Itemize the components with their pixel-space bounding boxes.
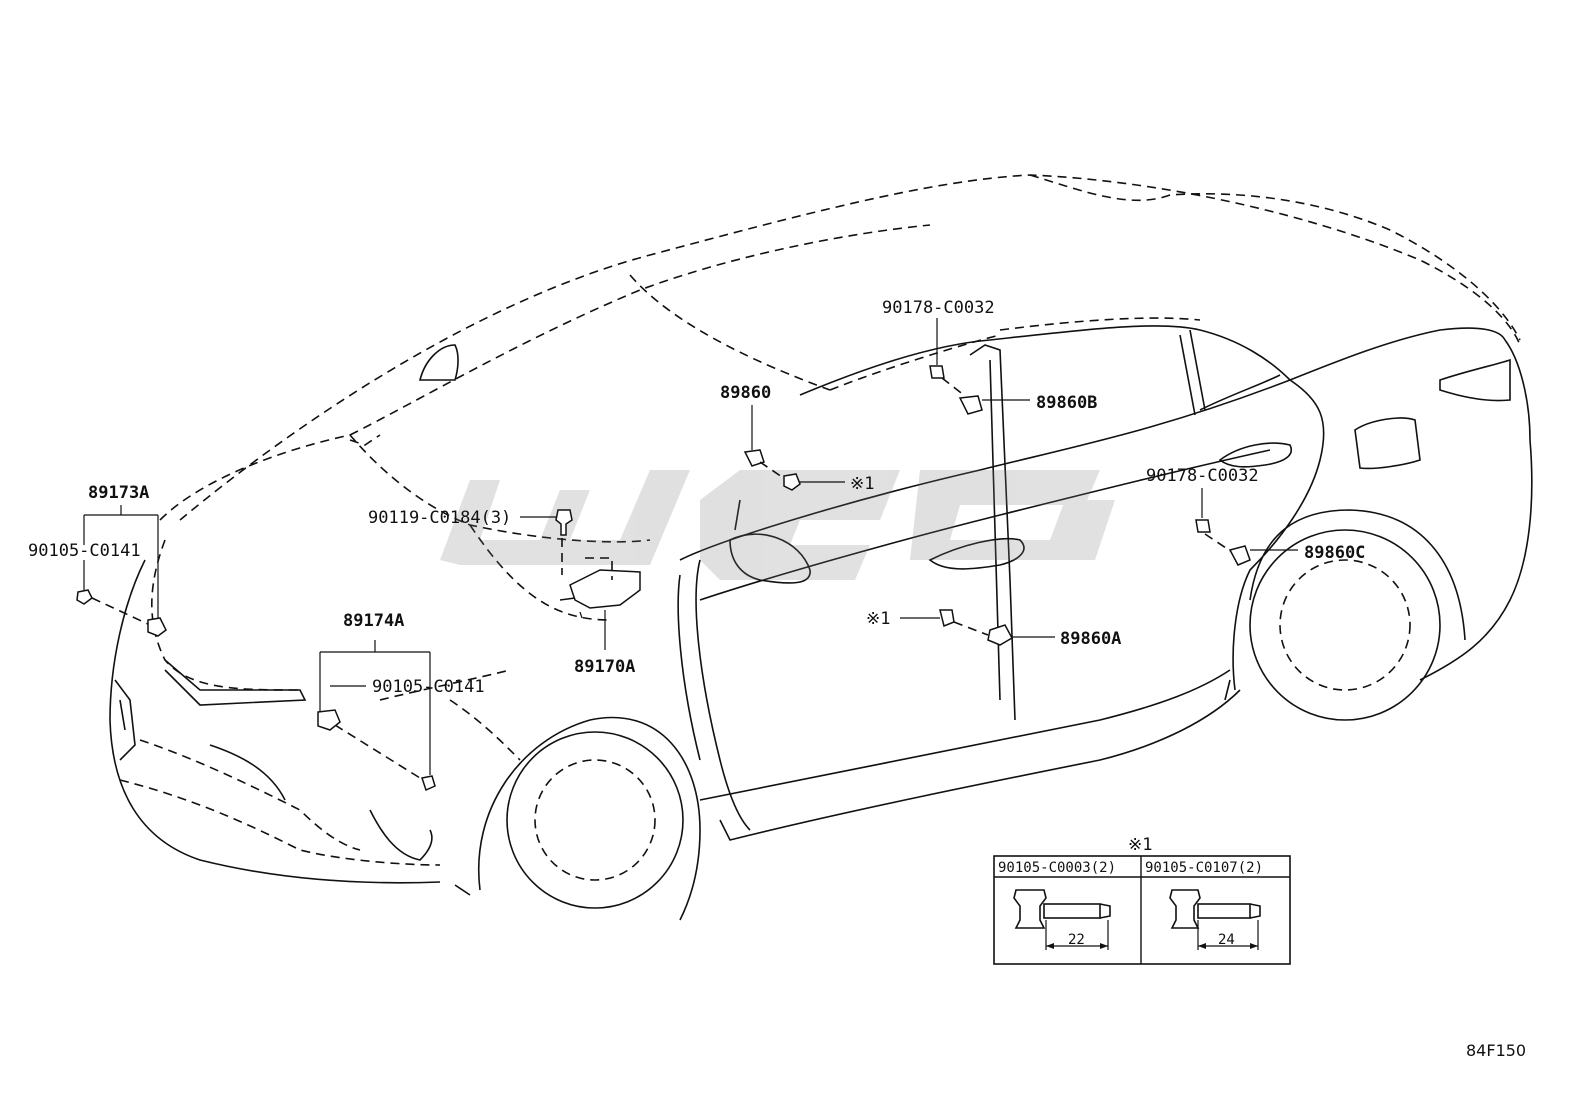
label-89860A: 89860A bbox=[1060, 629, 1121, 649]
bolt-ref1-lower bbox=[939, 609, 955, 628]
label-89170A: 89170A bbox=[574, 657, 635, 677]
label-90105-C0141-a: 90105-C0141 bbox=[28, 541, 141, 561]
sensor-89860 bbox=[743, 449, 765, 467]
label-90105-C0141-b: 90105-C0141 bbox=[372, 677, 485, 697]
sensor-89860B bbox=[958, 395, 983, 415]
sensor-89860C bbox=[1228, 545, 1251, 566]
airbag-sensor-89170A bbox=[569, 569, 641, 609]
label-89860B: 89860B bbox=[1036, 393, 1097, 413]
inset-col1-header: 90105-C0003(2) bbox=[998, 860, 1116, 876]
label-ref1-b: ※1 bbox=[866, 609, 890, 629]
label-89860C: 89860C bbox=[1304, 543, 1365, 563]
figure-code: 84F150 bbox=[1466, 1041, 1526, 1060]
label-89860: 89860 bbox=[720, 383, 771, 403]
bolt-90105-C0141-front-right bbox=[421, 775, 436, 792]
parts bbox=[76, 318, 1298, 792]
sensor-89174A bbox=[317, 709, 341, 731]
bolt-90119-C0184 bbox=[555, 509, 573, 536]
label-90119-C0184: 90119-C0184(3) bbox=[368, 508, 511, 528]
bolt-90105-C0107-drawing bbox=[1169, 889, 1261, 950]
sensor-89173A bbox=[147, 617, 167, 637]
inset-title: ※1 bbox=[1128, 835, 1152, 855]
bolt-ref1-upper bbox=[783, 473, 801, 491]
bolt-90105-C0141-front-left bbox=[76, 589, 93, 605]
inset-col2-dim: 24 bbox=[1218, 932, 1235, 948]
car-outline bbox=[109, 174, 1533, 921]
nut-90178-C0032-upper bbox=[929, 365, 945, 379]
label-90178-C0032-a: 90178-C0032 bbox=[882, 298, 995, 318]
label-90178-C0032-b: 90178-C0032 bbox=[1146, 466, 1259, 486]
label-89174A: 89174A bbox=[343, 611, 404, 631]
inset-col1-dim: 22 bbox=[1068, 932, 1085, 948]
labels: 89173A 90105-C0141 89174A 90105-C0141 90… bbox=[28, 298, 1365, 697]
nut-90178-C0032-lower bbox=[1195, 519, 1211, 533]
watermark bbox=[440, 470, 1115, 580]
label-89173A: 89173A bbox=[88, 483, 149, 503]
sensor-89860A bbox=[987, 624, 1014, 646]
bolt-90105-C0003-drawing bbox=[1013, 889, 1111, 950]
label-ref1-a: ※1 bbox=[850, 474, 874, 494]
inset-table: ※1 90105-C0003(2) 90105-C0107(2) 22 bbox=[993, 835, 1291, 965]
inset-col2-header: 90105-C0107(2) bbox=[1145, 860, 1263, 876]
